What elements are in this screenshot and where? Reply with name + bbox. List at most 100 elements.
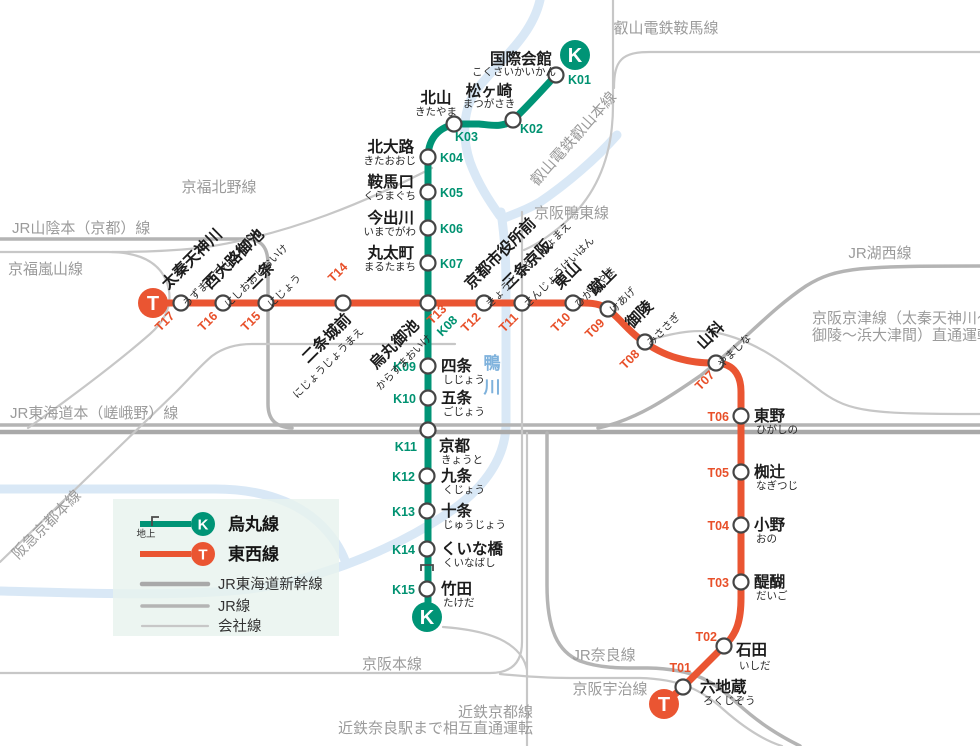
station-kana-T01: ろくじぞう	[703, 695, 756, 707]
station-T05[interactable]	[732, 463, 750, 481]
station-K01[interactable]	[547, 66, 565, 84]
eizan-railway	[522, 0, 980, 252]
station-number-T02: T02	[695, 630, 717, 644]
legend-rail-label: JR線	[218, 598, 250, 615]
station-K11[interactable]	[419, 421, 437, 439]
legend-above-ground-label: 地上	[136, 528, 156, 540]
station-number-K04: K04	[440, 151, 463, 165]
station-name-T05: 椥辻	[754, 462, 786, 481]
station-number-T14: T14	[325, 260, 350, 285]
karasuma-south-terminus-icon-letter: K	[420, 607, 435, 629]
station-name-T03: 醍醐	[754, 572, 785, 591]
legend-symbol-letter: K	[198, 517, 209, 534]
station-K03[interactable]	[445, 115, 463, 133]
station-T01[interactable]	[674, 678, 692, 696]
station-kana-K01: こくさいかいかん	[472, 66, 556, 78]
karasuma-north-terminus-icon	[560, 40, 590, 70]
jr-kosei-line	[596, 264, 980, 430]
railway-name-label: 京福嵐山線	[8, 261, 83, 278]
railway-name-label: JR奈良線	[572, 647, 635, 664]
station-T10[interactable]	[564, 294, 582, 312]
station-kana-T03: だいご	[756, 589, 788, 602]
station-kana-K03: きたやま	[415, 106, 457, 118]
station-T13[interactable]	[419, 294, 437, 312]
station-T12[interactable]	[475, 294, 493, 312]
karasuma-north-terminus-icon-letter: K	[568, 45, 583, 67]
station-kana-K06: いまでがわ	[364, 225, 417, 238]
station-name-K13: 十条	[441, 501, 473, 520]
station-name-T04: 小野	[754, 516, 786, 534]
river-name-label: 鴨	[484, 353, 501, 373]
station-T17[interactable]	[172, 294, 190, 312]
station-number-K15: K15	[392, 583, 415, 597]
above-ground-boundary-mark	[420, 564, 434, 571]
station-kana-T02: いしだ	[739, 660, 771, 672]
station-K06[interactable]	[419, 219, 437, 237]
keihan-keishin-line	[648, 329, 980, 416]
station-number-T04: T04	[707, 519, 729, 533]
tozai-west-terminus-icon-letter: T	[147, 293, 159, 315]
station-T14[interactable]	[334, 294, 352, 312]
station-number-T01: T01	[669, 661, 691, 675]
station-number-T05: T05	[707, 466, 729, 480]
station-T06[interactable]	[732, 407, 750, 425]
station-name-K12: 九条	[440, 466, 473, 485]
station-T09[interactable]	[599, 300, 617, 318]
station-number-T10: T10	[548, 310, 573, 335]
station-kana-K14: くいなばし	[443, 557, 496, 569]
station-kana-K05: くらまぐち	[364, 190, 417, 202]
station-T04[interactable]	[732, 516, 750, 534]
station-K02[interactable]	[504, 111, 522, 129]
tozai-south-terminus-icon	[649, 689, 679, 719]
station-number-T12: T12	[458, 310, 483, 335]
station-K10[interactable]	[419, 389, 437, 407]
randen-kitano-line	[110, 166, 434, 254]
station-K04[interactable]	[419, 148, 437, 166]
station-K07[interactable]	[419, 254, 437, 272]
railway-name-label: JR東海道本（嵯峨野）線	[10, 405, 178, 422]
legend-tozai-symbol-icon	[191, 542, 215, 566]
station-K14[interactable]	[418, 540, 436, 558]
station-number-K10: K10	[393, 392, 416, 406]
station-K05[interactable]	[419, 183, 437, 201]
station-name-K10: 五条	[441, 388, 473, 407]
station-number-T07: T07	[692, 368, 717, 393]
railway-name-label: 京阪鴨東線	[534, 205, 609, 222]
station-T08[interactable]	[636, 333, 654, 351]
tozai-south-terminus-icon-letter: T	[658, 694, 670, 716]
station-number-T06: T06	[707, 410, 729, 424]
station-number-T09: T09	[582, 316, 607, 341]
station-T02[interactable]	[715, 637, 733, 655]
station-K12[interactable]	[418, 467, 436, 485]
railway-name-label: 阪急京都本線	[9, 487, 85, 563]
legend-rail-label: 会社線	[218, 618, 262, 635]
railway-name-label: 近鉄京都線	[458, 704, 533, 721]
station-name-T01: 六地蔵	[700, 677, 747, 696]
railway-name-label: 御陵～浜大津間）直通運転	[812, 327, 980, 344]
station-K13[interactable]	[418, 502, 436, 520]
station-T11[interactable]	[513, 294, 531, 312]
station-T03[interactable]	[732, 573, 750, 591]
station-name-T02: 石田	[735, 641, 767, 659]
station-number-T08: T08	[617, 347, 642, 372]
station-name-K05: 鞍馬口	[367, 172, 414, 191]
station-T07[interactable]	[707, 354, 725, 372]
station-T16[interactable]	[214, 294, 232, 312]
station-name-T07: 山科	[692, 317, 728, 353]
station-T15[interactable]	[257, 294, 275, 312]
station-K15[interactable]	[418, 580, 436, 598]
railway-name-label: 京阪京津線（太秦天神川～	[812, 310, 980, 327]
kintetsu-kyoto-line	[441, 431, 529, 746]
station-number-K09: K09	[393, 360, 416, 374]
legend-rail-label: JR東海道新幹線	[218, 575, 323, 593]
takano-river	[499, 130, 622, 223]
station-kana-K10: ごじょう	[443, 405, 485, 418]
station-kana-K15: たけだ	[443, 597, 475, 609]
station-name-K15: 竹田	[440, 579, 472, 598]
station-kana-K12: くじょう	[443, 484, 485, 496]
station-number-K06: K06	[440, 222, 463, 236]
karasuma-line-path	[424, 70, 561, 606]
station-K09[interactable]	[419, 357, 437, 375]
